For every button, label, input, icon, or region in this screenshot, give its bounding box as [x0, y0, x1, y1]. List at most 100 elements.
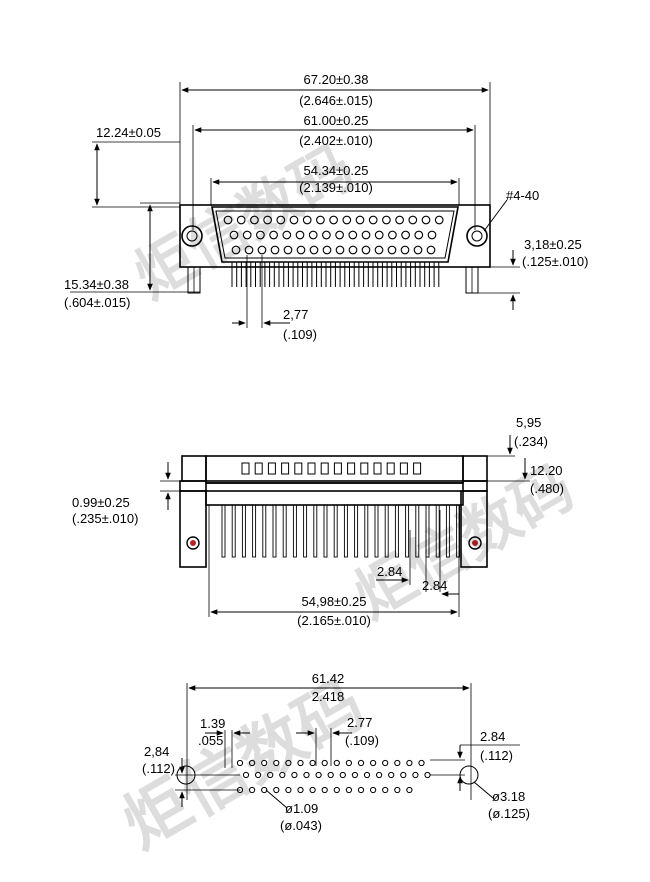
pin-hole	[329, 215, 338, 225]
pin-hole	[322, 245, 332, 255]
footprint-pitch-mm: 2.77	[347, 715, 372, 730]
footprint-pin-hole	[273, 786, 280, 794]
standoff-mm: 3,18±0.25	[524, 237, 582, 252]
footprint-pin-hole	[261, 759, 268, 767]
footprint-pin-hole	[279, 771, 286, 779]
pin-hole	[244, 245, 254, 255]
pin-hole	[296, 245, 306, 255]
top-pitch-mm: 2,77	[283, 307, 308, 322]
footprint-pin-hole	[236, 759, 244, 767]
side-housing-bottom	[205, 482, 464, 506]
shell-width-mm: 54.34±0.25	[304, 163, 369, 178]
row-offset-mm: 1.39	[200, 716, 225, 731]
footprint-pin-holes	[236, 759, 431, 794]
side-pin-leg	[272, 504, 277, 558]
pin-hole	[295, 230, 305, 240]
side-pin-leg	[252, 504, 257, 558]
mount-hole-diameter-mm: ø3.18	[492, 789, 525, 804]
left-mount-post	[181, 225, 203, 247]
pin-hole	[283, 245, 293, 255]
pin-span-inch: (2.165±.010)	[297, 613, 371, 628]
pin-hole	[322, 230, 331, 240]
side-pin-leg	[333, 504, 338, 558]
pin-hole	[242, 230, 252, 240]
footprint-pin-hole	[418, 759, 425, 767]
pin-hole	[388, 230, 397, 240]
footprint-pin-hole	[255, 771, 262, 779]
housing-tooth	[373, 462, 382, 475]
top-view-pin-legs	[231, 262, 440, 287]
side-pin-leg	[456, 504, 461, 558]
overall-height-mm: 15.34±0.38	[64, 277, 129, 292]
top-view: 67.20±0.38 (2.646±.015) 61.00±0.25 (2.40…	[64, 72, 588, 342]
footprint-pin-hole	[297, 786, 304, 794]
mount-spacing-inch: (2.402±.010)	[299, 133, 373, 148]
side-pin-leg	[231, 504, 236, 558]
footprint-pin-hole	[327, 771, 334, 779]
pin-hole	[263, 215, 272, 225]
housing-tooth	[294, 462, 303, 475]
housing-tooth	[241, 462, 250, 475]
footprint-pin-hole	[303, 771, 310, 779]
footprint-pin-hole	[242, 771, 250, 779]
footprint-pin-hole	[370, 786, 377, 794]
pin-hole	[269, 230, 278, 240]
screw-size-label: #4-40	[506, 188, 539, 203]
footprint-pin-hole	[382, 786, 389, 794]
pin-hole	[282, 230, 292, 240]
footprint-pin-hole	[394, 759, 401, 767]
side-pin-leg	[292, 504, 297, 558]
housing-tooth	[413, 462, 422, 475]
pin-hole	[348, 230, 358, 240]
footprint-pin-hole	[357, 786, 365, 794]
footprint-pin-hole	[363, 771, 371, 779]
side-height-mm: 12.20	[530, 463, 563, 478]
housing-tooth	[360, 462, 369, 475]
d-sub-shell	[211, 206, 459, 263]
top-offset-mm: 5,95	[516, 415, 541, 430]
flange-thickness-inch: (.235±.010)	[72, 511, 138, 526]
pin-hole	[302, 215, 312, 225]
footprint-pin-hole	[400, 771, 407, 779]
shell-width-inch: (2.139±.010)	[299, 180, 373, 195]
footprint-pin-hole	[315, 771, 322, 779]
pin-hole	[355, 215, 365, 225]
side-pin-leg	[241, 504, 246, 558]
footprint-pin-hole	[424, 771, 431, 779]
pin-hole	[414, 230, 424, 240]
footprint-pin-hole	[333, 759, 340, 767]
pin-hole	[427, 230, 437, 240]
overall-width-mm: 67.20±0.38	[304, 72, 369, 87]
pin-hole	[382, 215, 391, 225]
side-pin-leg	[343, 504, 348, 558]
housing-tooth	[386, 462, 395, 475]
row-spacing-a: 2.84	[377, 564, 402, 579]
footprint-pin-hole	[267, 771, 274, 779]
pin-hole	[335, 245, 345, 255]
housing-tooth	[333, 462, 342, 475]
left-offset-inch: (.112)	[142, 761, 175, 776]
right-offset-mm: 2.84	[480, 729, 505, 744]
footprint-pin-hole	[321, 759, 328, 767]
side-housing-teeth	[241, 462, 422, 475]
right-mount-post	[466, 225, 488, 247]
side-pin-leg	[405, 504, 410, 558]
footprint-pin-hole	[339, 771, 346, 779]
right-post-top	[462, 455, 488, 482]
pin-hole	[256, 230, 265, 240]
hole-spacing-inch: 2.418	[312, 689, 345, 704]
side-view-pin-legs	[221, 504, 461, 558]
pin-hole	[387, 245, 397, 255]
footprint-pin-hole	[406, 759, 413, 767]
right-bracket	[460, 490, 488, 568]
pin-hole	[270, 245, 280, 255]
overall-width-inch: (2.646±.015)	[299, 93, 373, 108]
footprint-pin-hole	[376, 771, 383, 779]
pin-hole	[308, 230, 318, 240]
side-pin-leg	[262, 504, 267, 558]
housing-tooth	[347, 462, 356, 475]
footprint-pin-hole	[309, 759, 316, 767]
housing-tooth	[281, 462, 290, 475]
housing-tooth	[254, 462, 263, 475]
side-pin-leg	[221, 504, 226, 558]
